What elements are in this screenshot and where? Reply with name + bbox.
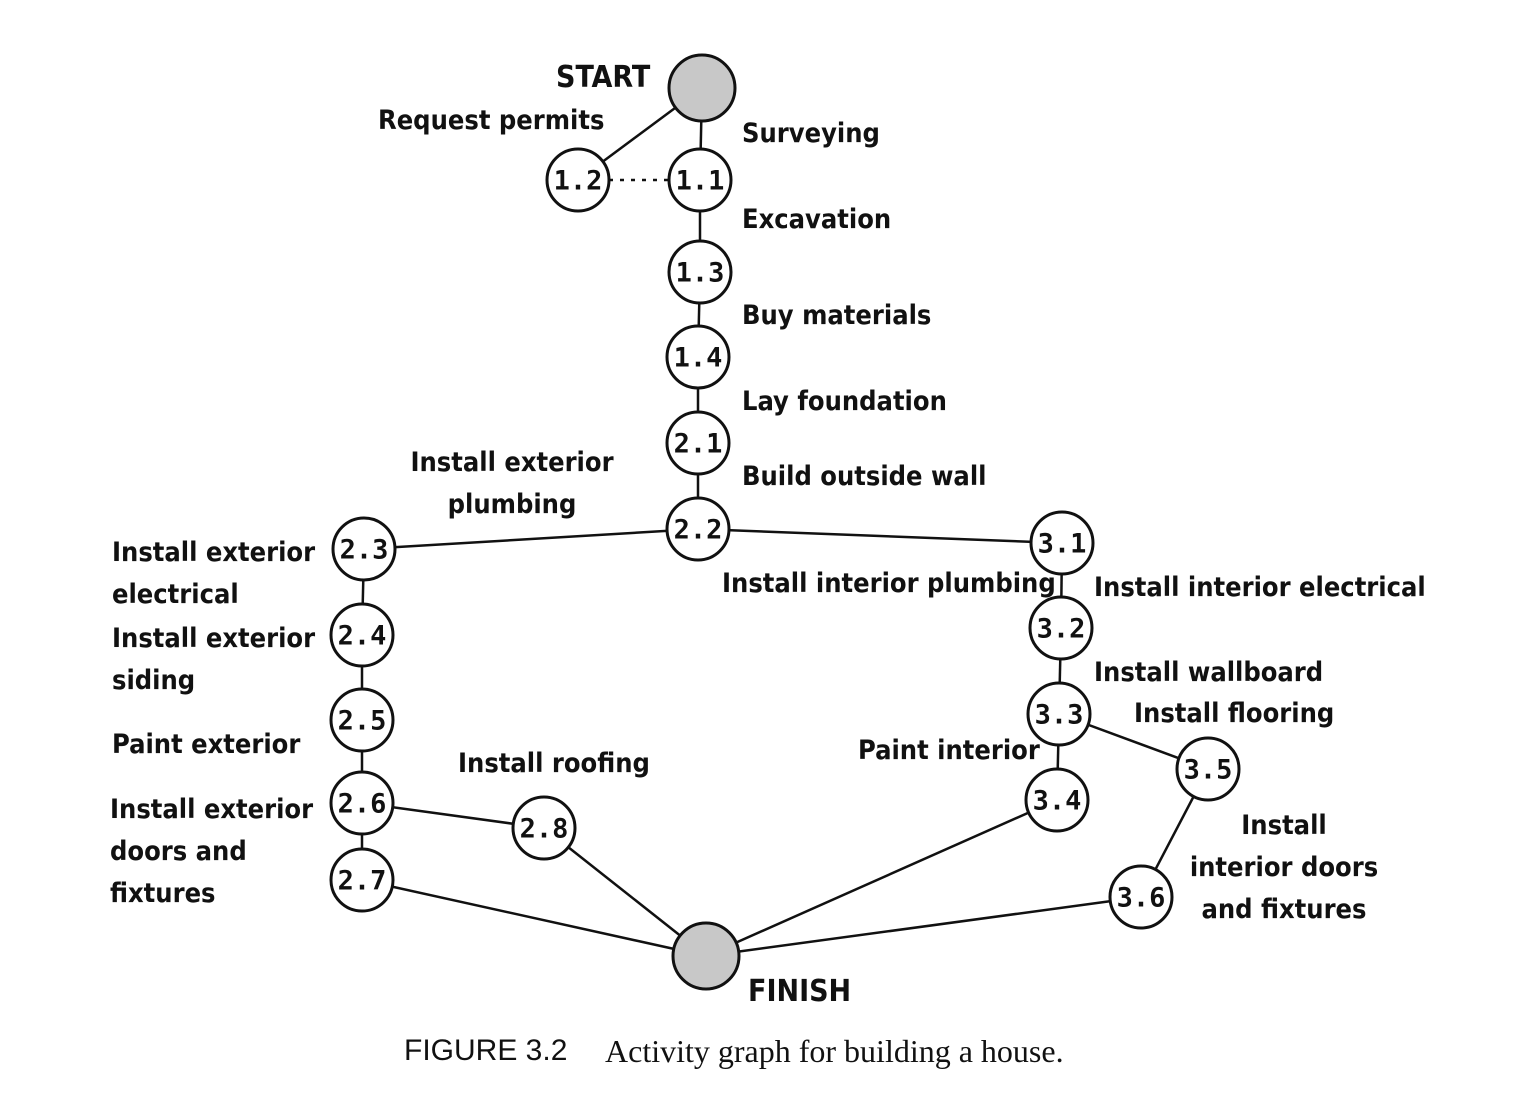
node-label: 2.4: [338, 621, 387, 652]
node-2.3: 2.3: [331, 516, 397, 582]
node-1.2: 1.2: [545, 147, 611, 213]
node-label: 1.4: [674, 343, 723, 374]
label-excavation: Excavation: [742, 204, 891, 235]
node-1.3: 1.3: [667, 239, 733, 305]
node-circle: [1029, 510, 1095, 576]
node-circle: [329, 770, 395, 836]
edge-3.4-FINISH: [705, 798, 1058, 958]
node-label: 3.3: [1035, 700, 1084, 731]
node-circle: [331, 516, 397, 582]
node-label: 2.2: [674, 515, 723, 546]
node-label: 2.5: [338, 706, 387, 737]
label-buy-materials: Buy materials: [742, 300, 931, 331]
edge-3.6-FINISH: [705, 895, 1142, 958]
node-circle: [1028, 595, 1094, 661]
node-circle: [667, 239, 733, 305]
node-2.6: 2.6: [329, 770, 395, 836]
node-label: 2.6: [338, 789, 387, 820]
node-2.8: 2.8: [511, 795, 577, 861]
node-label: 2.8: [520, 814, 569, 845]
node-2.5: 2.5: [329, 687, 395, 753]
node-3.4: 3.4: [1024, 767, 1090, 833]
node-circle: [665, 324, 731, 390]
node-label: 3.4: [1033, 786, 1082, 817]
finish-node: [671, 921, 741, 991]
node-3.1: 3.1: [1029, 510, 1095, 576]
node-2.7: 2.7: [329, 847, 395, 913]
label-request-permits: Request permits: [378, 105, 604, 136]
node-1.4: 1.4: [665, 324, 731, 390]
node-3.6: 3.6: [1108, 864, 1174, 930]
node-circle: [1175, 736, 1241, 802]
node-label: 1.1: [676, 166, 725, 197]
label-install-flooring: Install flooring: [1134, 698, 1334, 729]
edge-2.2-2.3: [363, 527, 699, 551]
start-node: [667, 53, 737, 123]
node-label: 2.7: [338, 866, 387, 897]
label-install-interior-plumbing: Install interior plumbing: [722, 568, 1056, 599]
node-circle: [665, 410, 731, 476]
label-paint-exterior: Paint exterior: [112, 729, 300, 760]
node-label: 1.2: [554, 166, 603, 197]
edge-2.2-3.1: [697, 527, 1063, 545]
node-3.3: 3.3: [1026, 681, 1092, 747]
node-circle: [1024, 767, 1090, 833]
node-label: 1.3: [676, 258, 725, 289]
node-circle: [667, 147, 733, 213]
node-3.5: 3.5: [1175, 736, 1241, 802]
node-label: 3.1: [1038, 529, 1087, 560]
node-circle: [329, 687, 395, 753]
node-circle: [545, 147, 611, 213]
node-2.1: 2.1: [665, 410, 731, 476]
graph-nodes: START FINISH 1.1 1.2 1.3 1.4 2.1 2.2 2.3 2.4 2.5 2.…: [329, 53, 1241, 1009]
label-install-wallboard: Install wallboard: [1094, 657, 1323, 688]
node-label: 2.3: [340, 535, 389, 566]
label-surveying: Surveying: [742, 118, 880, 149]
node-circle: [511, 795, 577, 861]
node-circle: [1108, 864, 1174, 930]
edge-2.7-FINISH: [361, 878, 707, 958]
figure-caption: FIGURE 3.2 Activity graph for building a…: [404, 1033, 1064, 1069]
finish-label: FINISH: [748, 974, 851, 1009]
node-label: 3.2: [1037, 614, 1086, 645]
node-label: 2.1: [674, 429, 723, 460]
node-circle: [665, 496, 731, 562]
node-circle: [1026, 681, 1092, 747]
node-2.2: 2.2: [665, 496, 731, 562]
caption-number: FIGURE 3.2: [404, 1034, 567, 1067]
node-label: 3.5: [1184, 755, 1233, 786]
node-label: 3.6: [1117, 883, 1166, 914]
label-build-outside-wall: Build outside wall: [742, 461, 986, 492]
node-circle: [329, 847, 395, 913]
label-paint-interior: Paint interior: [858, 735, 1040, 766]
node-3.2: 3.2: [1028, 595, 1094, 661]
label-lay-foundation: Lay foundation: [742, 386, 947, 417]
start-label: START: [556, 60, 651, 95]
node-1.1: 1.1: [667, 147, 733, 213]
node-2.4: 2.4: [329, 602, 395, 668]
label-install-roofing: Install roofing: [458, 748, 650, 779]
caption-text: Activity graph for building a house.: [605, 1033, 1064, 1069]
label-install-interior-electrical: Install interior electrical: [1094, 572, 1426, 603]
node-circle: [329, 602, 395, 668]
